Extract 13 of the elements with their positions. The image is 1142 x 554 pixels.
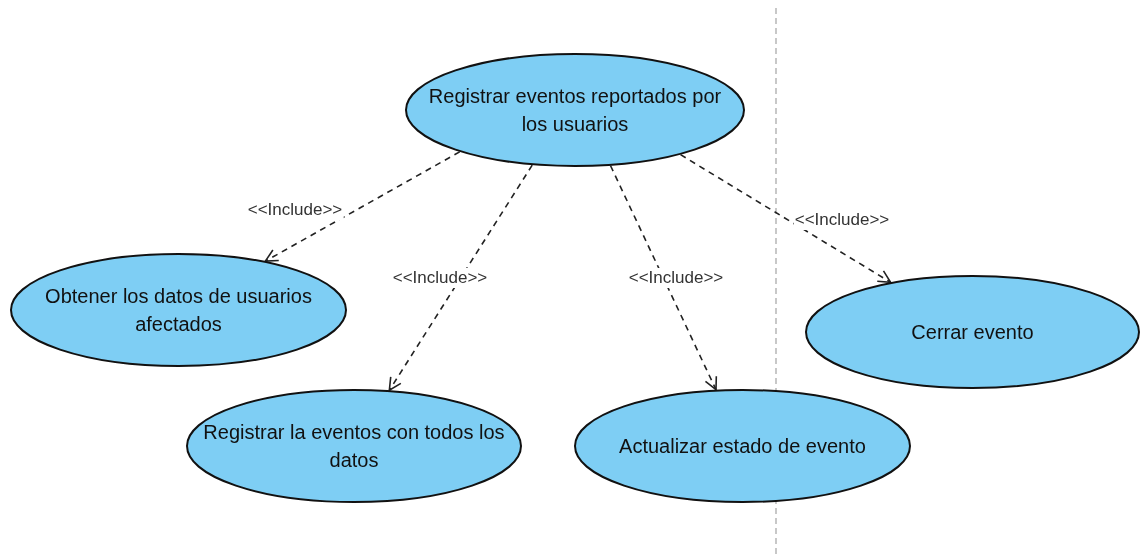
edge-label: <<Include>> [627,268,725,288]
include-arrow [609,164,718,391]
use-case-label: Obtener los datos de usuarios afectados [44,284,313,337]
include-arrow [264,151,461,262]
include-arrow [679,153,892,284]
use-case-label: Registrar la eventos con todos los datos [202,420,506,473]
use-case-label: Cerrar evento [910,320,1035,345]
edge-label: <<Include>> [246,200,344,220]
edge-label: <<Include>> [793,210,891,230]
use-case-label: Registrar eventos reportados por los usuarios [427,84,723,137]
use-case-label: Actualizar estado de evento [618,434,867,459]
include-arrow [388,164,533,392]
edge-label: <<Include>> [391,268,489,288]
